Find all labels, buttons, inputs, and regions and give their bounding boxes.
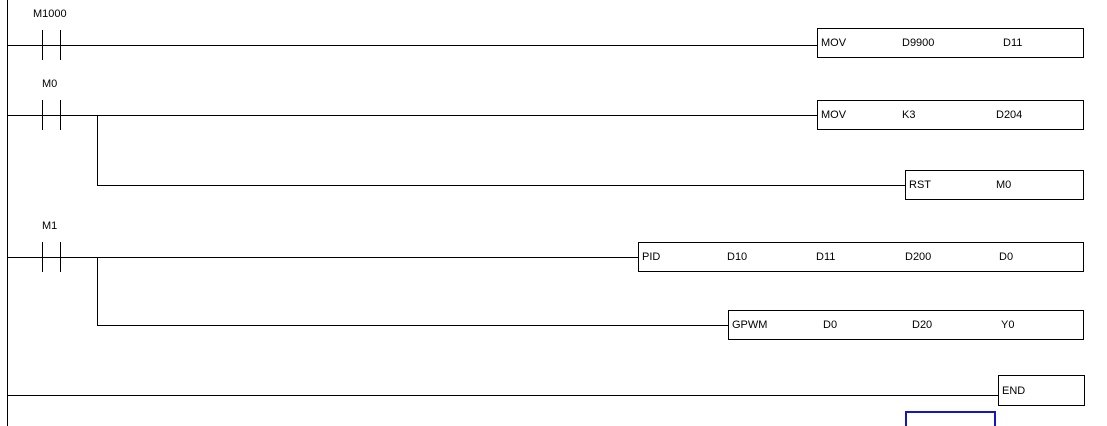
rung-2-branch-vertical	[97, 115, 98, 185]
rung-2-branch-wire	[97, 185, 905, 186]
instruction-mnemonic: PID	[642, 251, 661, 263]
rung-1-wire	[7, 45, 817, 46]
instruction-mnemonic: MOV	[821, 109, 847, 121]
instruction-box-end[interactable]: END	[998, 375, 1085, 406]
instruction-box-rst[interactable]: RST M0	[905, 170, 1084, 200]
selection-cursor-rect[interactable]	[905, 411, 996, 426]
rung-3-branch-vertical	[97, 257, 98, 325]
contact-m0[interactable]	[42, 100, 61, 130]
contact-bar-left	[42, 30, 43, 60]
instruction-operand-2: D11	[816, 251, 836, 263]
rung-3-branch-wire	[97, 325, 728, 326]
contact-m1[interactable]	[42, 242, 61, 272]
contact-m1000[interactable]	[42, 30, 61, 60]
instruction-box-pid[interactable]: PID D10 D11 D200 D0	[638, 242, 1084, 272]
rung-2-wire	[7, 115, 817, 116]
contact-label-m1000: M1000	[33, 8, 67, 20]
instruction-operand-2: D204	[996, 109, 1023, 121]
contact-bar-right	[60, 242, 61, 272]
instruction-operand-1: M0	[996, 179, 1012, 191]
contact-bar-right	[60, 30, 61, 60]
contact-bar-left	[42, 100, 43, 130]
instruction-operand-4: D0	[999, 251, 1014, 263]
instruction-box-mov-2[interactable]: MOV K3 D204	[817, 100, 1084, 130]
instruction-operand-2: D20	[912, 319, 933, 331]
instruction-box-gpwm[interactable]: GPWM D0 D20 Y0	[728, 310, 1084, 340]
instruction-operand-3: Y0	[1001, 319, 1015, 331]
contact-label-m1: M1	[42, 220, 58, 232]
contact-label-m0: M0	[42, 78, 58, 90]
instruction-operand-1: K3	[902, 109, 916, 121]
instruction-operand-1: D9900	[902, 37, 935, 49]
contact-bar-left	[42, 242, 43, 272]
rung-3-wire	[7, 257, 638, 258]
instruction-operand-3: D200	[905, 251, 932, 263]
instruction-mnemonic: MOV	[821, 37, 847, 49]
instruction-mnemonic: RST	[909, 179, 931, 191]
instruction-operand-1: D10	[727, 251, 748, 263]
instruction-operand-1: D0	[823, 319, 838, 331]
rung-4-wire	[7, 395, 998, 396]
left-power-rail	[7, 0, 8, 426]
instruction-mnemonic: GPWM	[732, 319, 768, 331]
instruction-operand-2: D11	[1003, 37, 1023, 49]
instruction-mnemonic: END	[1002, 384, 1026, 397]
contact-bar-right	[60, 100, 61, 130]
instruction-box-mov-1[interactable]: MOV D9900 D11	[817, 28, 1084, 58]
